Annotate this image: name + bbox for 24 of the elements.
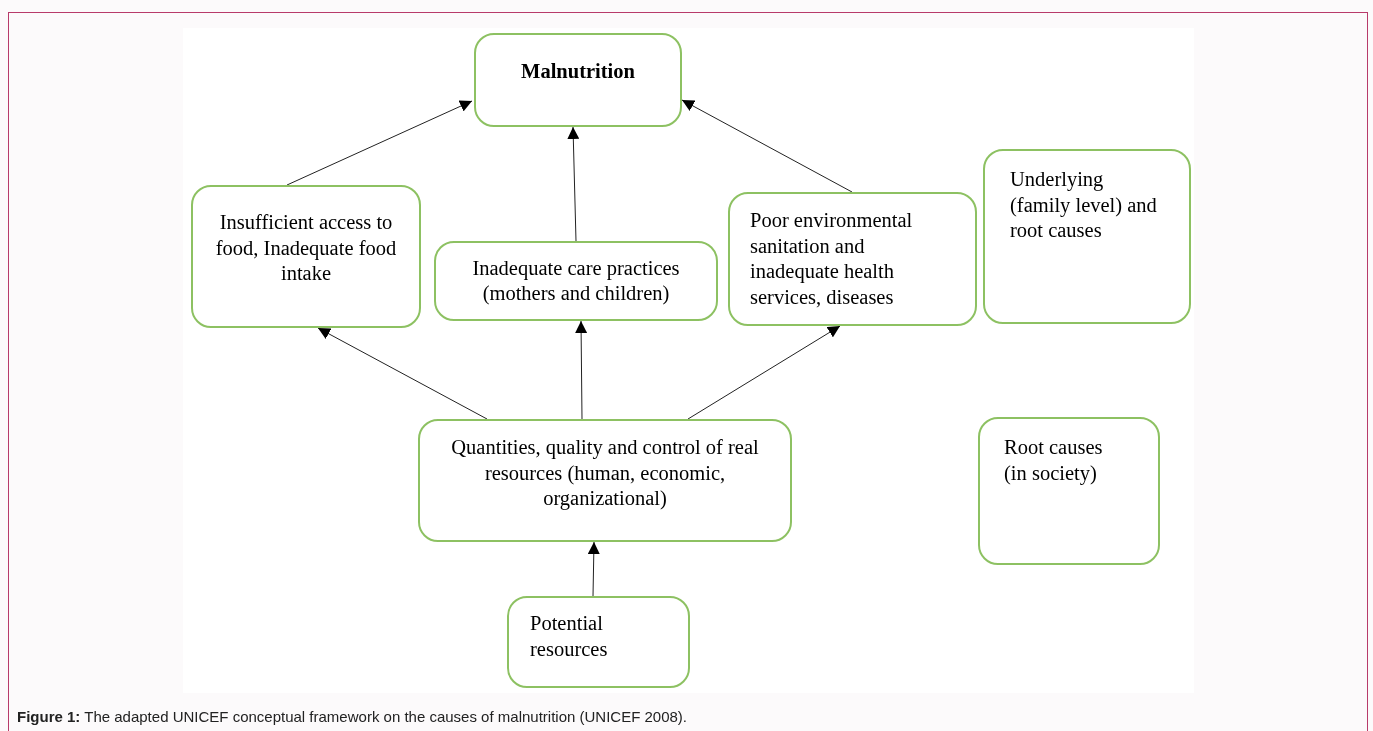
arrow — [681, 99, 853, 193]
arrow — [687, 325, 841, 420]
box-text: Insufficient access to food, Inadequate food intake — [214, 210, 398, 286]
box-text: Underlying (family level) and root causes — [1010, 167, 1158, 243]
box-text: Potential resources — [530, 611, 609, 662]
rounded-box — [978, 417, 1160, 565]
rounded-box — [983, 149, 1191, 324]
arrow — [587, 541, 600, 597]
rounded-box — [418, 419, 792, 542]
rounded-box — [474, 33, 682, 127]
arrow — [575, 320, 588, 420]
arrow — [317, 327, 488, 420]
figure-caption: Figure 1: The adapted UNICEF conceptual framework on the causes of malnutrition (UNICEF 2008). — [17, 708, 688, 725]
arrow — [567, 126, 580, 242]
box-text: Root causes (in society) — [1004, 435, 1104, 486]
arrow — [286, 100, 473, 186]
box-text: Inadequate care practices (mothers and children) — [471, 255, 681, 307]
box-text: Malnutrition — [521, 59, 635, 84]
rounded-box — [728, 192, 977, 326]
rounded-box — [191, 185, 421, 328]
rounded-box — [507, 596, 690, 688]
rounded-box — [434, 241, 718, 321]
box-text: Poor environmental sanitation and inadequate health services, diseases — [750, 208, 914, 310]
box-text: Quantities, quality and control of real resources (human, economic, organizational) — [450, 435, 760, 512]
